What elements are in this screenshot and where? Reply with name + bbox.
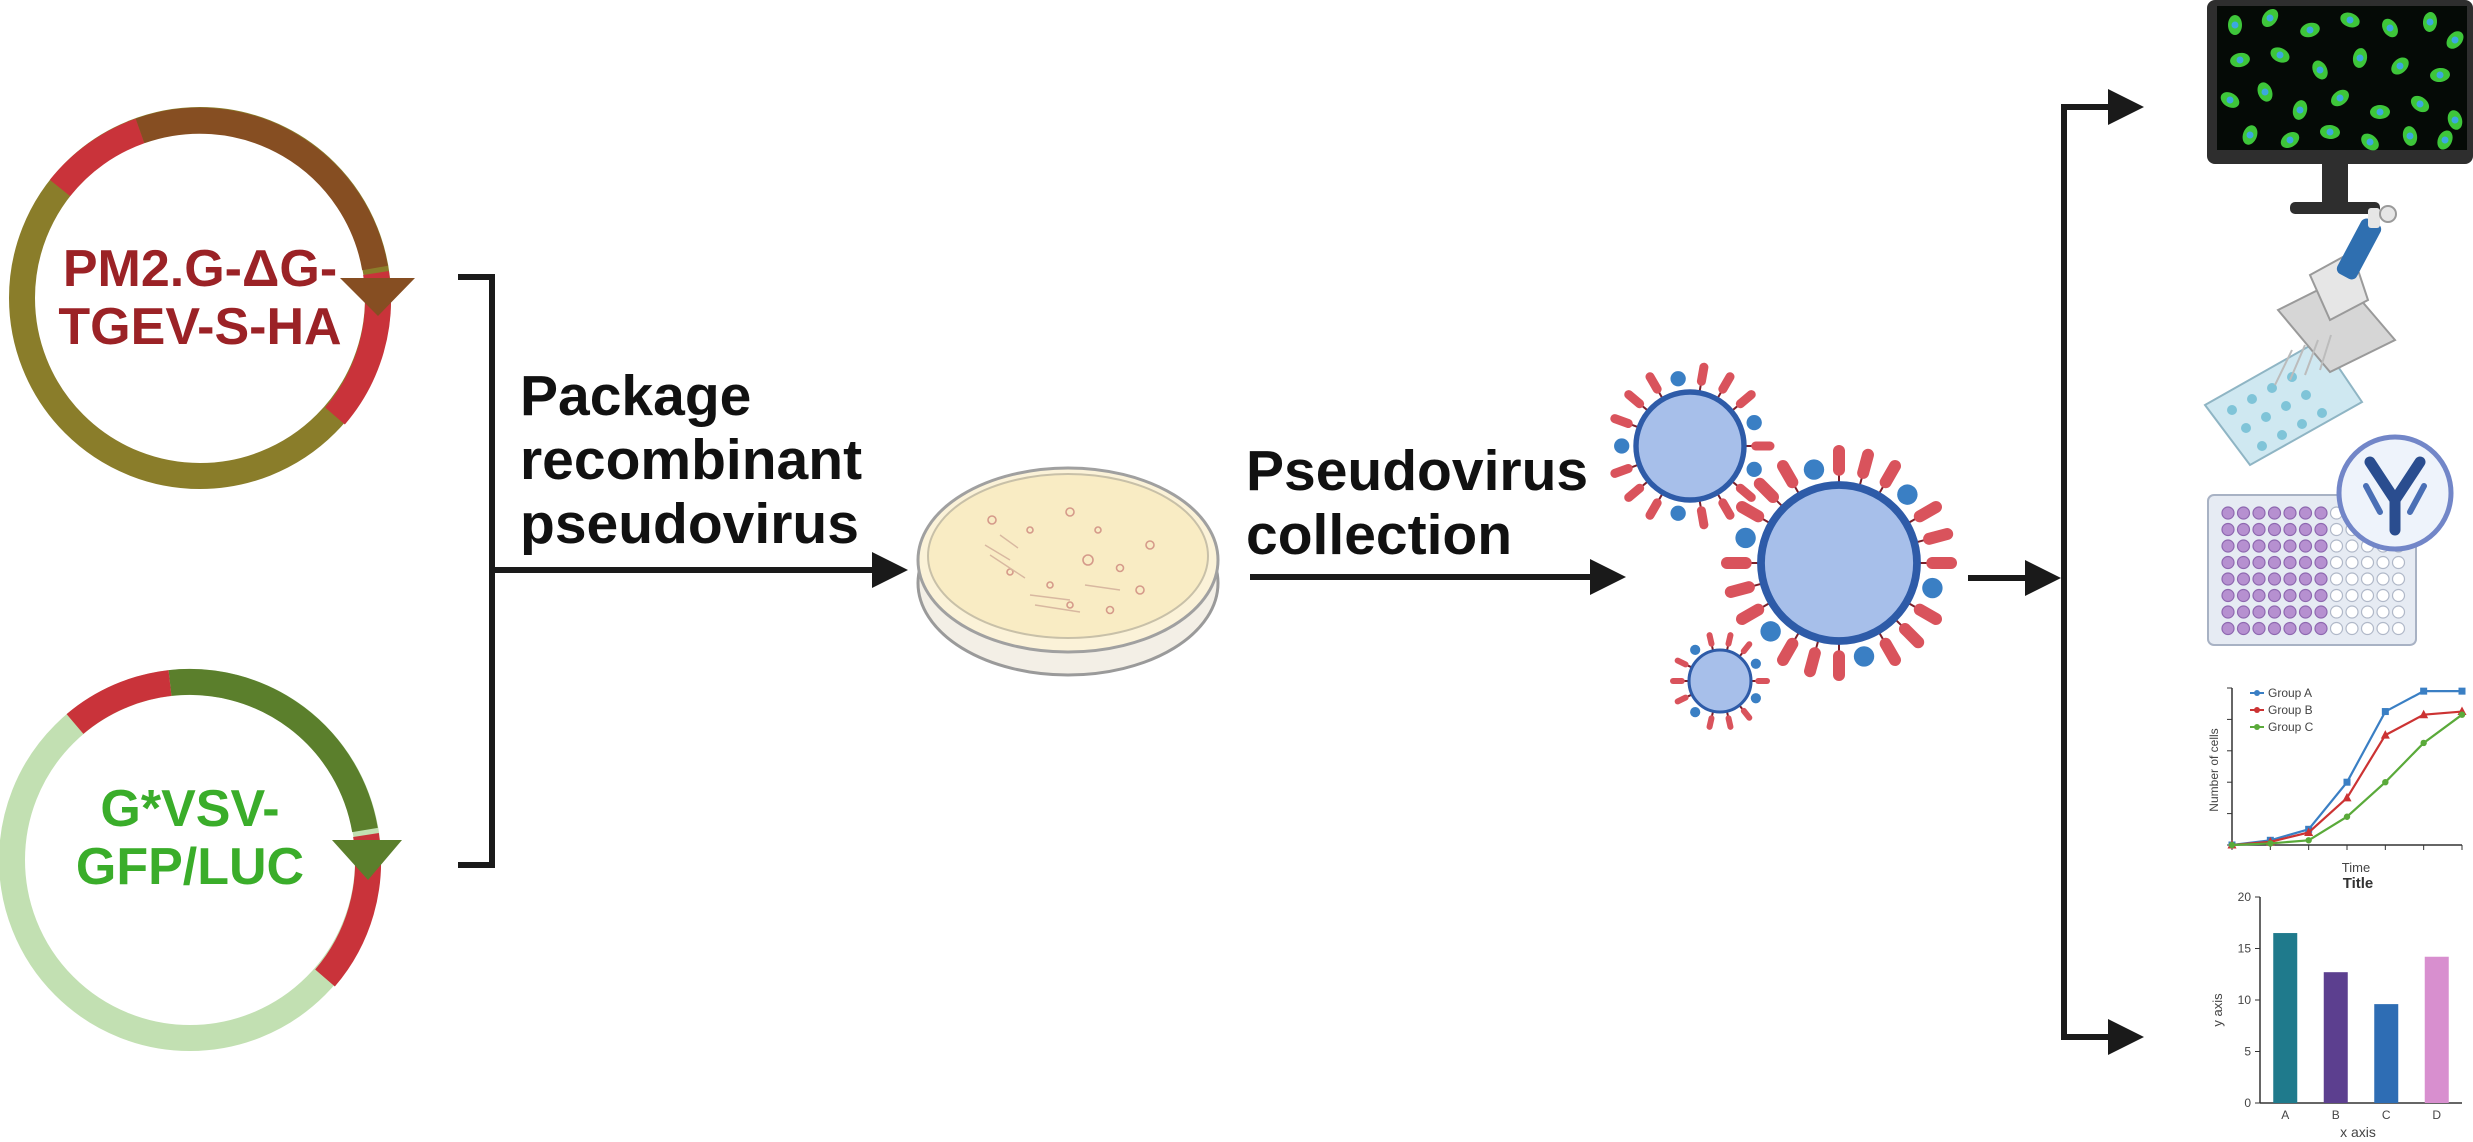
y-tick-label: 15 [2238,942,2252,956]
step-label-package-line2: recombinant [520,427,863,492]
bar [2424,956,2449,1103]
x-tick-label: C [2382,1108,2391,1122]
data-point [2228,841,2236,849]
data-point [2420,687,2428,695]
data-point [2343,813,2351,820]
data-point [2381,708,2389,716]
data-point [2458,687,2466,695]
y-tick-label: 20 [2238,890,2252,904]
step-label-collection-line2: collection [1246,502,1513,567]
branch-bracket [2061,89,2144,1055]
legend-label: Group A [2268,686,2312,700]
x-tick-label: D [2432,1108,2441,1122]
data-point [2382,779,2389,786]
step-label-collection-line1: Pseudovirus [1246,439,1589,503]
plasmid-label-top: PM2.G-ΔG- TGEV-S-HA [50,240,350,356]
data-point [2458,711,2466,718]
step-label-package: Package recombinant pseudovirus [520,364,863,556]
y-tick-label: 10 [2238,993,2252,1007]
antibody-icon [2336,434,2454,552]
multichannel-pipette-icon [2203,205,2397,467]
plasmid-icon [0,668,402,1051]
bar [2323,972,2348,1103]
data-point [2304,827,2314,836]
x-axis-label: Time [2342,860,2370,875]
y-axis-label: Number of cells [2207,728,2221,811]
petri-dish-icon [916,466,1220,677]
data-point [2380,730,2390,739]
plasmid-label-bottom: G*VSV- GFP/LUC [40,780,340,896]
plasmid-label-bottom-line1: G*VSV- [100,780,280,838]
bar-chart: 0 5 10 15 20A B C Dx axis y axis [2210,890,2462,1140]
step-label-package-line3: pseudovirus [520,491,859,556]
step-label-collection: Pseudovirus collection [1246,439,1589,568]
x-tick-label: B [2332,1108,2340,1122]
data-point [2419,709,2429,719]
plasmid-label-top-line1: PM2.G-ΔG- [62,240,338,298]
chart-title: Title [2343,875,2374,892]
step-label-package-line1: Package [520,364,752,428]
data-point [2420,739,2427,747]
y-axis-label: y axis [2210,993,2225,1027]
y-tick-label: 5 [2244,1045,2251,1059]
pseudovirus-particle-icon [1610,362,1957,730]
data-point [2342,792,2352,802]
data-point [2343,778,2351,786]
series-line [2231,710,2463,847]
line-chart: Group A Group B Group C Number of cellsTime… [2207,686,2467,892]
plasmid-icon [9,107,415,489]
x-tick-label: A [2281,1108,2289,1122]
data-point [2305,837,2312,844]
legend-label: Group C [2268,720,2314,734]
legend-label: Group B [2268,703,2313,717]
fluorescence-microscopy-monitor-icon [2207,0,2473,214]
bar [2273,933,2298,1103]
data-point [2267,840,2274,847]
merge-bracket [458,274,908,868]
x-axis-label: x axis [2340,1124,2376,1140]
y-tick-label: 0 [2244,1096,2251,1110]
plasmid-label-bottom-line2: GFP/LUC [75,838,305,897]
bar [2374,1004,2399,1103]
plasmid-label-top-line2: TGEV-S-HA [58,298,342,357]
